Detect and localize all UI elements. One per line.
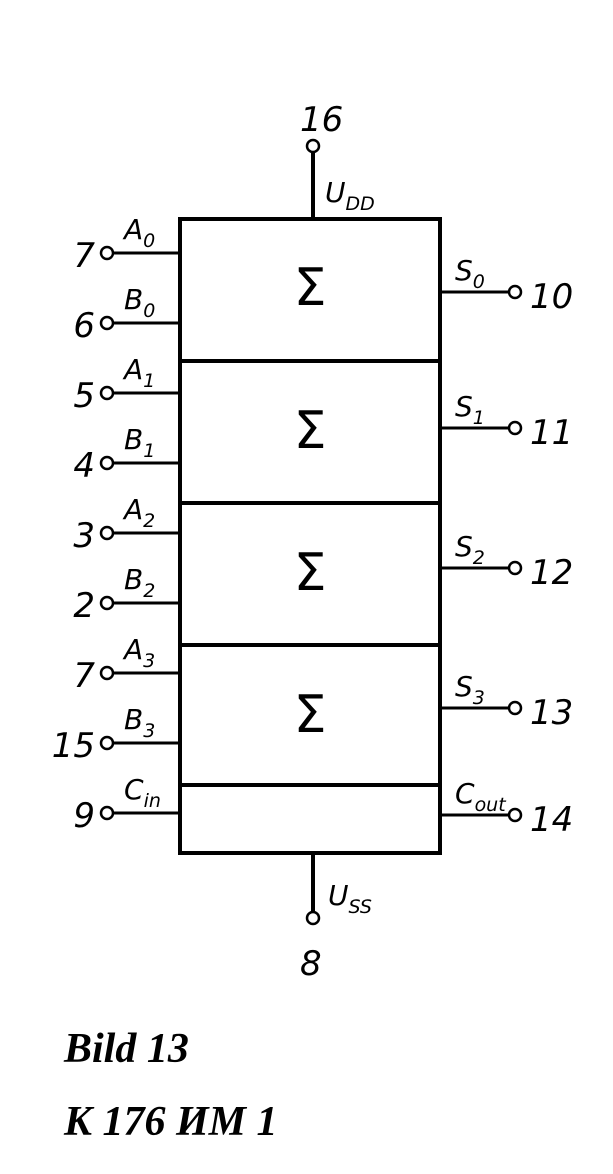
input-pin-b3: 15 B3 [52, 703, 180, 766]
sum-symbol: Σ [294, 258, 327, 318]
pin-terminal [99, 595, 115, 611]
input-pin-cin: 9 Cin [73, 773, 180, 836]
power-pin-udd: 16 UDD [300, 100, 375, 221]
input-pin-a0: 7 A0 [73, 213, 180, 276]
pin-number: 11 [530, 413, 573, 453]
pin-terminal [507, 284, 523, 300]
pin-label: S1 [455, 390, 485, 429]
pin-label: S3 [455, 670, 485, 709]
pin-label: B0 [124, 283, 155, 322]
pin-label: Cout [455, 777, 507, 816]
input-pin-b1: 4 B1 [73, 423, 180, 486]
input-pin-b2: 2 B2 [73, 563, 180, 626]
pin-terminal [99, 245, 115, 261]
pin-terminal [99, 665, 115, 681]
pin-terminal [99, 805, 115, 821]
pin-label: S0 [455, 254, 485, 293]
output-pin-s0: 10 S0 [440, 254, 573, 317]
pin-label: UDD [325, 176, 375, 215]
sum-symbol: Σ [294, 543, 327, 603]
pin-terminal [507, 700, 523, 716]
pin-number: 8 [300, 944, 322, 984]
input-pin-a1: 5 A1 [73, 353, 180, 416]
sum-symbol: Σ [294, 685, 327, 745]
pin-label: A2 [122, 493, 155, 532]
pin-number: 13 [530, 693, 573, 733]
pin-label: B3 [124, 703, 155, 742]
output-pin-s1: 11 S1 [440, 390, 573, 453]
input-pin-a2: 3 A2 [73, 493, 180, 556]
output-pin-s3: 13 S3 [440, 670, 573, 733]
output-pin-s2: 12 S2 [440, 530, 573, 593]
pin-label: USS [328, 879, 372, 918]
pin-label: A3 [122, 633, 155, 672]
pin-number: 15 [52, 726, 95, 766]
pin-number: 5 [73, 376, 95, 416]
chip-body [178, 217, 442, 855]
pin-number: 9 [73, 796, 95, 836]
pin-number: 7 [73, 236, 95, 276]
input-pin-b0: 6 B0 [73, 283, 180, 346]
pin-number: 6 [73, 306, 95, 346]
pin-terminal [507, 560, 523, 576]
pin-number: 2 [73, 586, 95, 626]
pin-number: 10 [530, 277, 573, 317]
pin-label: B2 [124, 563, 155, 602]
pin-number: 4 [73, 446, 95, 486]
pin-label: A0 [122, 213, 155, 252]
pin-label: B1 [124, 423, 155, 462]
pin-terminal [99, 385, 115, 401]
pin-label: S2 [455, 530, 485, 569]
pin-number: 3 [73, 516, 95, 556]
pin-label: A1 [122, 353, 155, 392]
pin-label: Cin [124, 773, 161, 812]
sum-symbol: Σ [294, 401, 327, 461]
pin-terminal [99, 735, 115, 751]
pin-number: 7 [73, 656, 95, 696]
pin-terminal [507, 807, 523, 823]
pin-terminal [99, 525, 115, 541]
power-pin-uss: 8 USS [300, 851, 372, 984]
figure-caption-chip: K 176 ИМ 1 [64, 1099, 278, 1145]
pin-number: 16 [300, 100, 343, 140]
pin-terminal [305, 138, 321, 154]
input-pin-a3: 7 A3 [73, 633, 180, 696]
pin-number: 12 [530, 553, 573, 593]
pin-terminal [99, 455, 115, 471]
figure-caption-title: Bild 13 [64, 1026, 189, 1072]
pin-terminal [99, 315, 115, 331]
pin-terminal [507, 420, 523, 436]
pin-terminal [305, 910, 321, 926]
output-pin-cout: 14 Cout [440, 777, 573, 840]
pin-number: 14 [530, 800, 573, 840]
